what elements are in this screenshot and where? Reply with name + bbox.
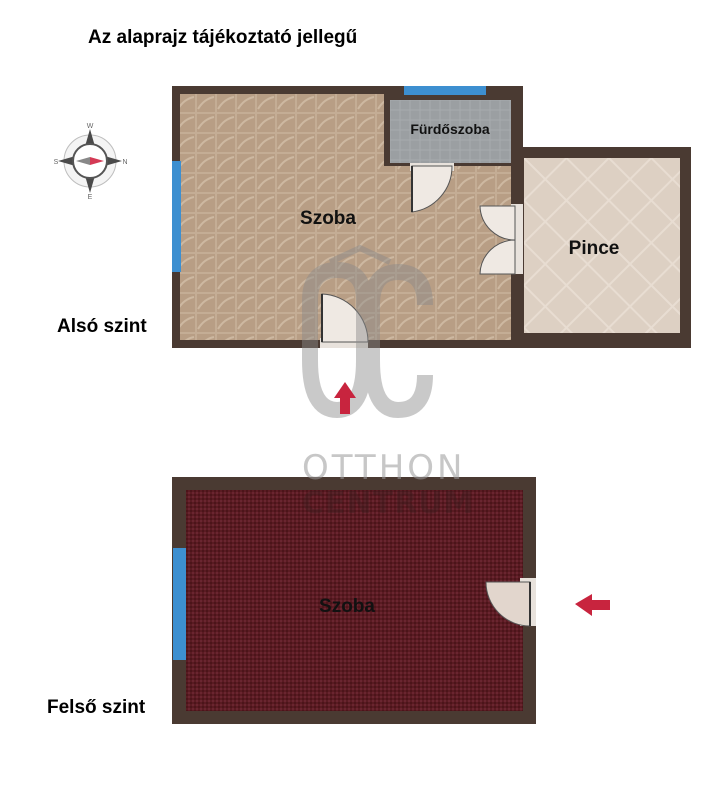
plan-disclaimer-title: Az alaprajz tájékoztató jellegű	[88, 27, 358, 48]
cellar-door-icon	[479, 204, 523, 275]
lower-entrance-door-icon	[320, 293, 369, 348]
bathroom-label: Fürdőszoba	[410, 121, 490, 137]
upper-room-window	[173, 548, 186, 660]
upper-room-label: Szoba	[319, 596, 375, 617]
compass-label-south: S	[54, 159, 59, 166]
compass-label-west: W	[87, 123, 94, 130]
otthon-centrum-watermark	[302, 244, 433, 419]
lower-level-label: Alsó szint	[57, 316, 147, 337]
lower-room-window	[172, 161, 181, 272]
upper-room-floor	[186, 490, 523, 711]
bathroom-door-icon	[410, 163, 454, 213]
compass-label-north: N	[122, 159, 127, 166]
upper-level-label: Felső szint	[47, 697, 146, 718]
upper-level-plan	[172, 477, 536, 724]
lower-entrance-arrow-icon	[334, 382, 356, 414]
lower-level-plan	[172, 86, 691, 348]
upper-entrance-arrow-icon	[575, 594, 610, 616]
upper-entrance-door-icon	[485, 578, 536, 627]
compass-label-east: E	[88, 194, 93, 201]
bathroom-floor	[390, 100, 511, 163]
watermark-line2: CENTRUM	[302, 486, 475, 521]
bathroom-window	[404, 86, 486, 95]
cellar-label: Pince	[568, 238, 620, 259]
compass-icon: W E S N	[54, 123, 128, 201]
watermark-line1: OTTHON	[302, 448, 466, 488]
lower-room-label: Szoba	[300, 208, 356, 229]
cellar-floor	[524, 158, 680, 333]
